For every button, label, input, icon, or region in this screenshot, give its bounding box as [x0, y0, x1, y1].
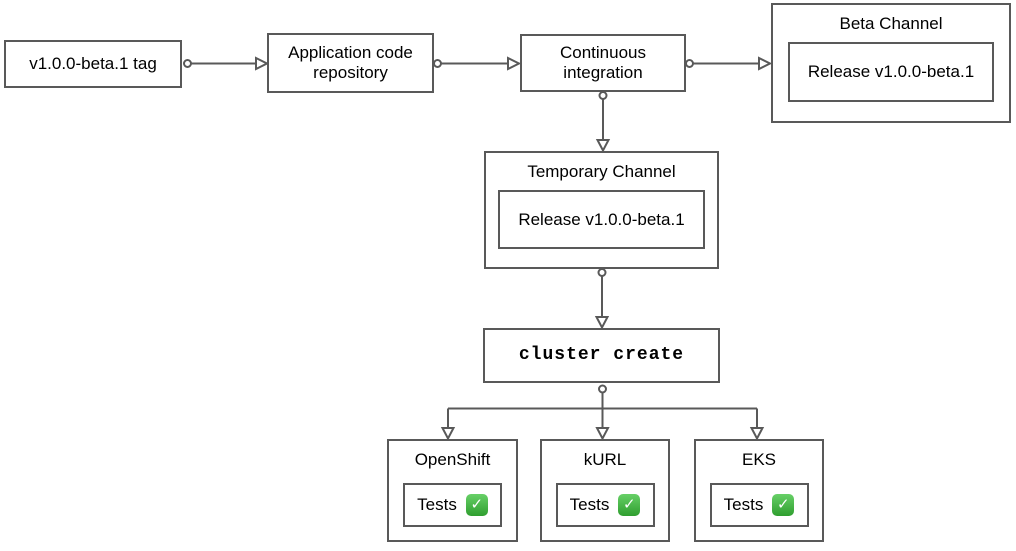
node-cluster-openshift: OpenShift Tests ✓ — [387, 439, 518, 542]
connector-repository-to-ci — [433, 56, 522, 71]
node-label: v1.0.0-beta.1 tag — [29, 53, 157, 73]
arrowhead-down-icon — [749, 427, 765, 441]
connection-point-icon — [685, 59, 694, 68]
node-application-code-repository: Application code repository — [267, 33, 434, 93]
arrowhead-right-icon — [758, 56, 773, 71]
cluster-title: OpenShift — [414, 450, 491, 469]
connector-temporary-channel-to-cluster-create — [594, 268, 610, 330]
tests-label: Tests — [569, 495, 610, 514]
connector-tag-to-repository — [183, 56, 270, 71]
tests-status-box: Tests ✓ — [403, 483, 502, 527]
connection-point-icon — [598, 91, 608, 100]
arrowhead-right-icon — [507, 56, 522, 71]
release-label: Release v1.0.0-beta.1 — [807, 62, 975, 81]
check-glyph: ✓ — [470, 494, 484, 513]
cluster-title: EKS — [741, 450, 777, 469]
release-label: Release v1.0.0-beta.1 — [518, 209, 685, 229]
cluster-title: kURL — [583, 450, 627, 469]
node-cluster-kurl: kURL Tests ✓ — [540, 439, 670, 542]
node-temporary-release: Release v1.0.0-beta.1 — [498, 190, 705, 249]
connection-point-icon — [183, 59, 192, 68]
node-cluster-eks: EKS Tests ✓ — [694, 439, 824, 542]
arrowhead-down-icon — [594, 316, 610, 330]
beta-channel-title: Beta Channel — [839, 14, 943, 33]
connector-ci-to-beta-channel — [685, 56, 773, 71]
node-version-tag: v1.0.0-beta.1 tag — [4, 40, 182, 88]
tests-status-box: Tests ✓ — [555, 483, 655, 527]
connector-cluster-create-to-clusters — [440, 384, 765, 441]
connector-ci-to-temporary-channel — [595, 91, 611, 153]
node-beta-release: Release v1.0.0-beta.1 — [788, 42, 994, 102]
temporary-channel-title: Temporary Channel — [527, 162, 676, 181]
arrowhead-down-icon — [595, 427, 610, 441]
check-glyph: ✓ — [623, 494, 636, 513]
connection-point-icon — [597, 268, 607, 277]
node-label: Application code repository — [288, 42, 413, 82]
connection-point-icon — [433, 59, 442, 68]
node-temporary-channel: Temporary Channel Release v1.0.0-beta.1 — [484, 151, 719, 269]
check-glyph: ✓ — [777, 494, 790, 513]
arrowhead-down-icon — [440, 427, 456, 441]
connection-point-icon — [598, 384, 607, 394]
node-beta-channel: Beta Channel Release v1.0.0-beta.1 — [771, 3, 1011, 123]
tests-status-box: Tests ✓ — [709, 483, 809, 527]
node-cluster-create: cluster create — [483, 328, 720, 383]
arrowhead-down-icon — [595, 139, 611, 153]
cluster-create-command-label: cluster create — [518, 344, 685, 365]
arrowhead-right-icon — [255, 56, 270, 71]
check-mark-icon: ✓ — [465, 494, 488, 516]
node-label: Continuous integration — [559, 42, 646, 82]
tests-label: Tests — [723, 495, 764, 514]
node-continuous-integration: Continuous integration — [520, 34, 686, 92]
check-mark-icon: ✓ — [772, 494, 795, 516]
check-mark-icon: ✓ — [618, 494, 641, 516]
tests-label: Tests — [417, 495, 457, 514]
